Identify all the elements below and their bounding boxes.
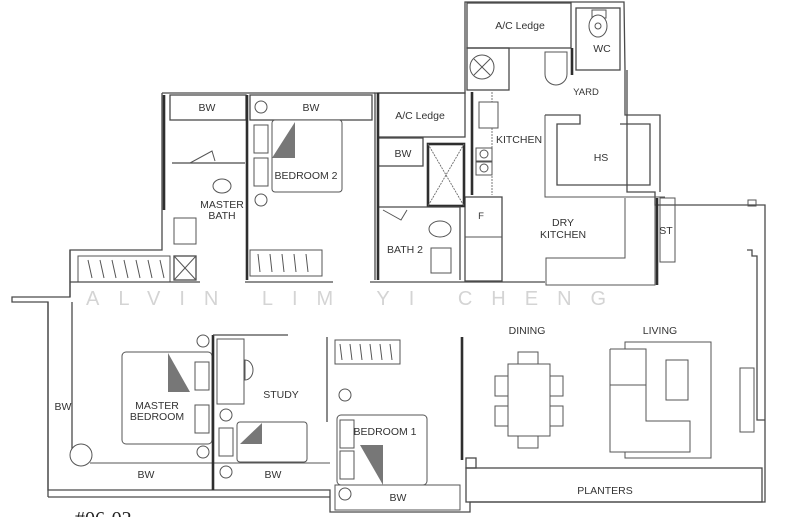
label-fridge: F [478,211,484,222]
label-bw-master-top: BW [199,102,216,114]
outer-walls [11,1,766,513]
label-st: ST [659,225,673,237]
label-dry-kitchen-line2: KITCHEN [540,229,586,241]
label-ac-ledge-top: A/C Ledge [495,20,545,32]
label-planters: PLANTERS [577,485,632,497]
lower-bedrooms [69,302,477,511]
bedroom2-area [70,94,545,283]
label-bw-bottom-master: BW [138,469,155,481]
label-bw-bedroom2-top: BW [303,102,320,114]
label-bedroom1: BEDROOM 1 [353,426,416,438]
label-dry-kitchen-line1: DRY [552,217,574,229]
label-bath2: BATH 2 [387,244,423,256]
planters-area [465,467,763,503]
dry-kitchen-area [545,197,765,421]
label-ac-ledge-mid: A/C Ledge [395,110,445,122]
label-bedroom2: BEDROOM 2 [274,170,337,182]
label-kitchen: KITCHEN [496,134,542,146]
label-wc: WC [593,43,611,55]
label-master-bath-line1: MASTER [200,199,244,211]
label-living: LIVING [643,325,677,337]
living-set [609,341,755,459]
kitchen-area [464,92,503,282]
watermark: ALVIN LIM YI CHENG [86,288,625,310]
wardrobe-hatch [87,253,309,279]
room-labels: A/C Ledge WC YARD A/C Ledge KITCHEN HS B… [55,20,678,504]
service-area [466,2,665,198]
bath2-area [376,92,466,280]
label-study: STUDY [263,389,299,401]
label-master-bedroom-line1: MASTER [135,400,179,412]
label-master-bath-line2: BATH [208,210,235,222]
label-hs: HS [594,152,609,164]
label-bw-left: BW [55,401,72,413]
label-bw-bath2: BW [395,148,412,160]
label-dining: DINING [509,325,546,337]
label-bw-bottom-bedroom1: BW [390,492,407,504]
label-bw-bottom-study: BW [265,469,282,481]
handwritten-unit-number: #06-02 [75,508,132,517]
label-master-bedroom-line2: BEDROOM [130,411,184,423]
label-yard: YARD [573,87,599,98]
dining-set [494,351,564,449]
